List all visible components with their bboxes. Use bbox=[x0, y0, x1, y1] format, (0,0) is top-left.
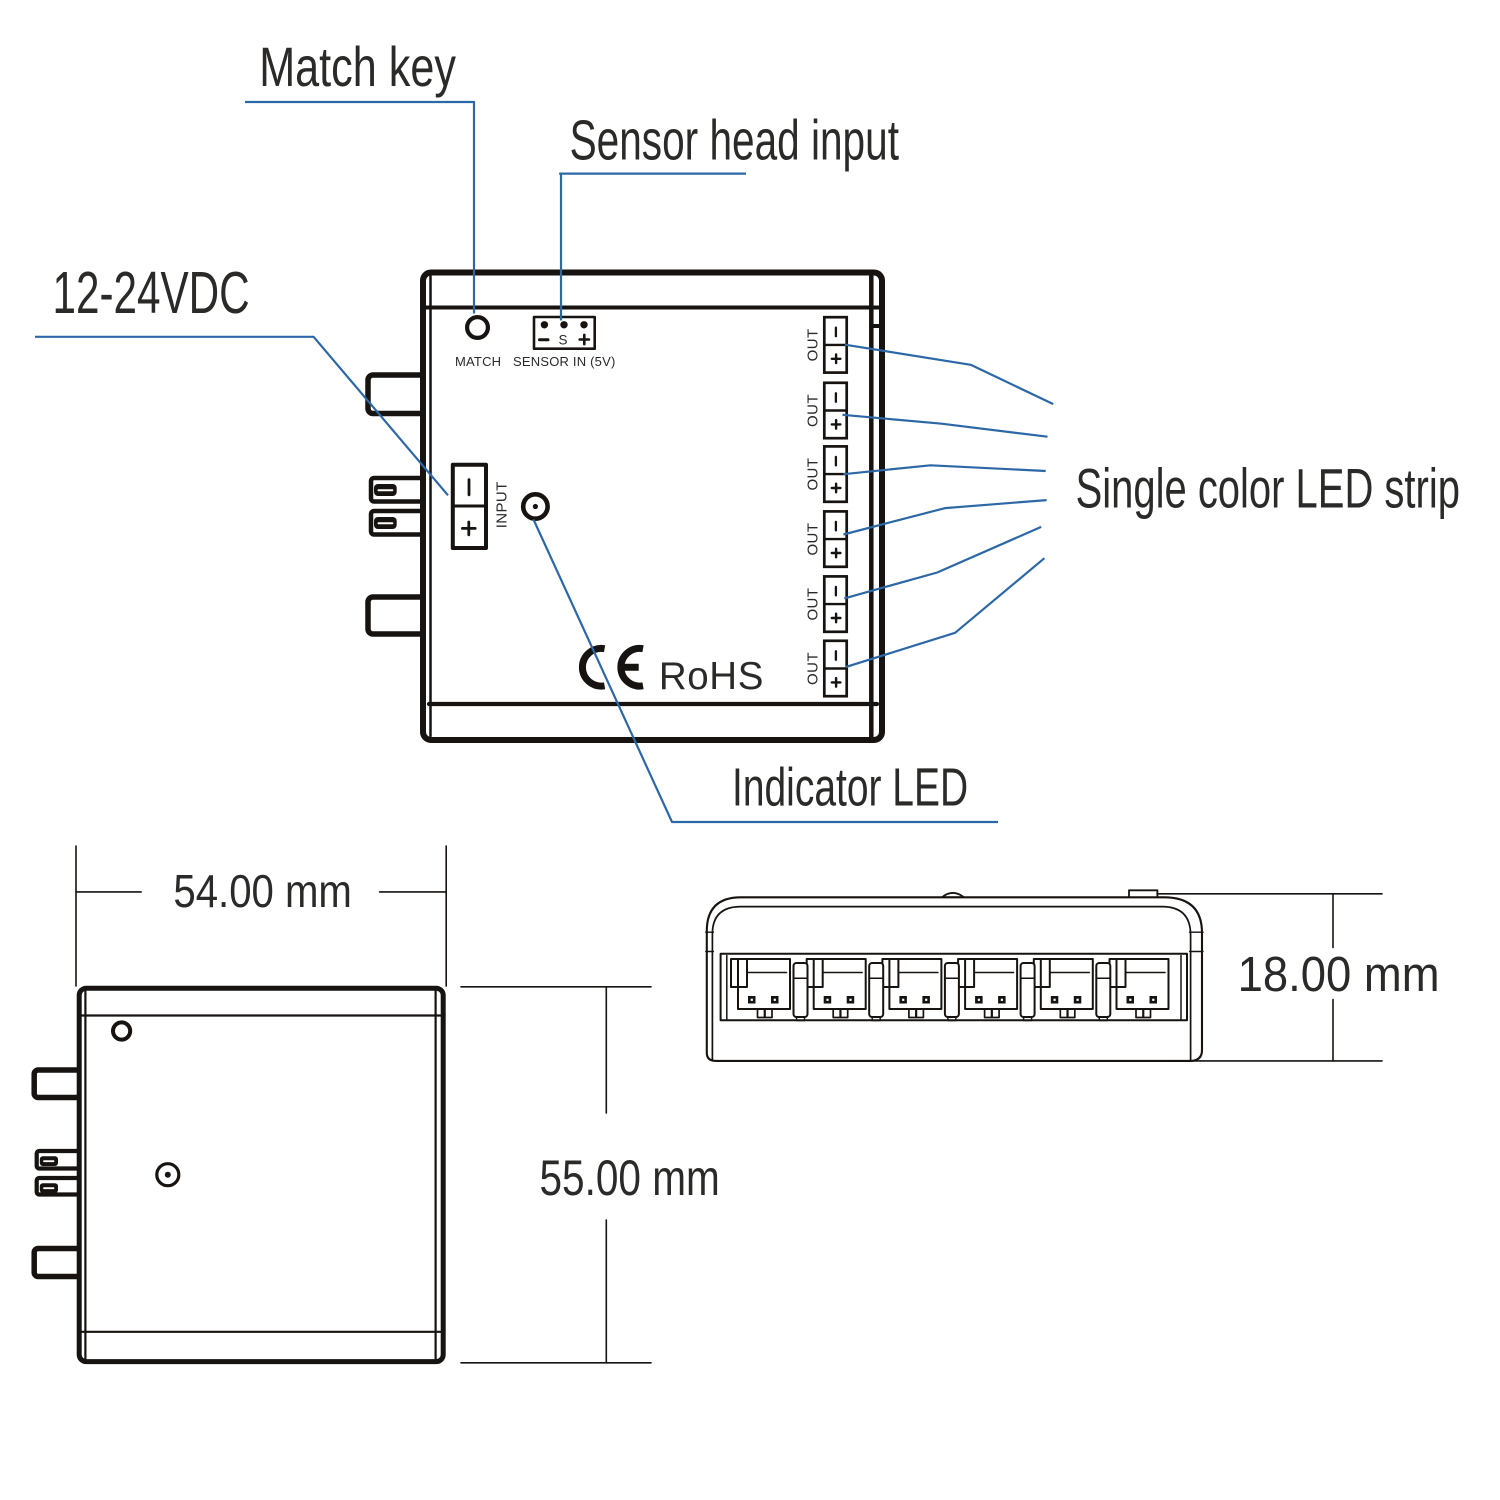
svg-text:INPUT: INPUT bbox=[493, 481, 510, 528]
svg-text:S: S bbox=[559, 333, 568, 348]
svg-text:OUT: OUT bbox=[805, 652, 822, 685]
svg-text:Indicator LED: Indicator LED bbox=[732, 756, 968, 817]
svg-text:OUT: OUT bbox=[805, 328, 822, 361]
svg-text:Match key: Match key bbox=[259, 36, 456, 99]
svg-text:54.00 mm: 54.00 mm bbox=[173, 866, 351, 917]
svg-text:OUT: OUT bbox=[805, 588, 822, 621]
svg-text:18.00 mm: 18.00 mm bbox=[1238, 948, 1440, 1003]
svg-text:OUT: OUT bbox=[805, 394, 822, 427]
svg-text:MATCH: MATCH bbox=[455, 354, 501, 369]
svg-text:OUT: OUT bbox=[805, 458, 822, 491]
svg-text:Single color LED strip: Single color LED strip bbox=[1076, 458, 1460, 520]
svg-text:OUT: OUT bbox=[805, 523, 822, 556]
svg-text:RoHS: RoHS bbox=[659, 655, 764, 698]
svg-text:12-24VDC: 12-24VDC bbox=[53, 260, 250, 326]
svg-text:55.00 mm: 55.00 mm bbox=[540, 1150, 720, 1206]
svg-text:SENSOR IN (5V): SENSOR IN (5V) bbox=[513, 354, 615, 369]
svg-text:Sensor head input: Sensor head input bbox=[570, 109, 900, 172]
